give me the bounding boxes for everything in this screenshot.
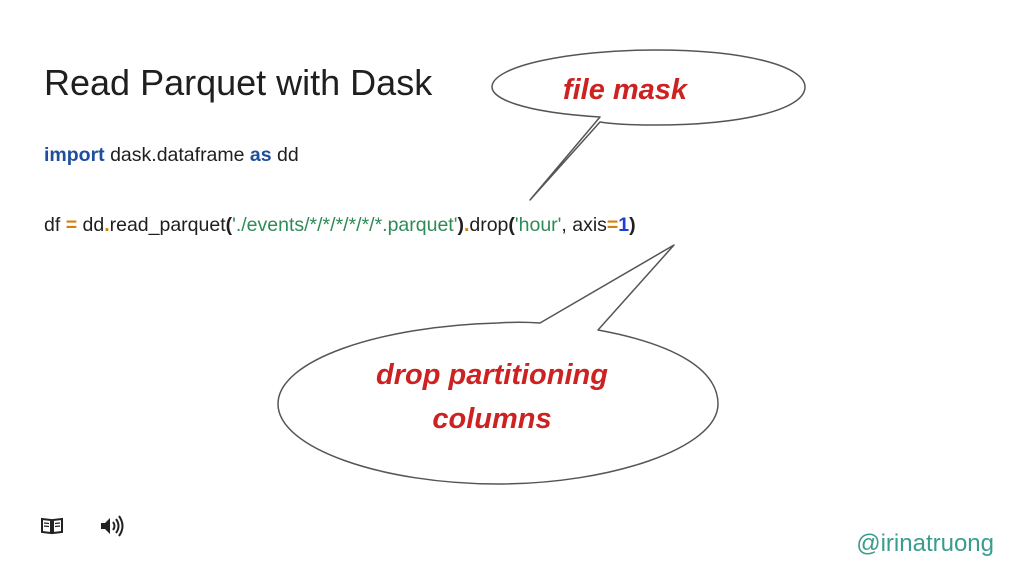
- module-alias: dd: [271, 144, 299, 166]
- callout-drop-text-line1: drop partitioning: [376, 359, 608, 391]
- callout-file-mask-bubble: [491, 49, 806, 201]
- code-method-read-parquet: read_parquet: [109, 214, 226, 236]
- code-object: dd: [77, 214, 105, 236]
- code-number: 1: [618, 214, 630, 236]
- callout-file-mask: file mask: [491, 49, 806, 201]
- callout-file-mask-text: file mask: [563, 74, 689, 106]
- code-line-read-parquet: df = dd.read_parquet('./events/*/*/*/*/*…: [44, 214, 636, 237]
- book-icon[interactable]: [40, 516, 64, 536]
- code-dot: .: [463, 214, 470, 236]
- code-equals-operator: =: [606, 214, 619, 236]
- callout-drop-partitioning: drop partitioning columns: [277, 244, 719, 485]
- code-line-import: import dask.dataframe as dd: [44, 144, 299, 167]
- code-axis-arg: , axis: [561, 214, 607, 236]
- code-dot: .: [104, 214, 110, 236]
- audio-icon[interactable]: [98, 514, 126, 538]
- code-column-string: 'hour': [514, 214, 562, 236]
- code-paren-close: ): [457, 214, 464, 236]
- keyword-as: as: [249, 144, 272, 166]
- code-path-string: './events/*/*/*/*/*/*.parquet': [232, 214, 458, 236]
- callout-drop-text-line2: columns: [432, 403, 551, 435]
- callout-drop-bubble: [277, 244, 719, 485]
- code-paren-close: ): [629, 214, 636, 236]
- code-paren-open: (: [508, 214, 515, 236]
- author-handle: @irinatruong: [856, 530, 994, 557]
- keyword-import: import: [44, 144, 105, 166]
- code-assign-operator: =: [65, 214, 78, 236]
- code-var: df: [44, 214, 66, 236]
- slide-title: Read Parquet with Dask: [44, 62, 433, 103]
- code-method-drop: drop: [469, 214, 509, 236]
- module-name: dask.dataframe: [104, 144, 250, 166]
- code-paren-open: (: [225, 214, 233, 236]
